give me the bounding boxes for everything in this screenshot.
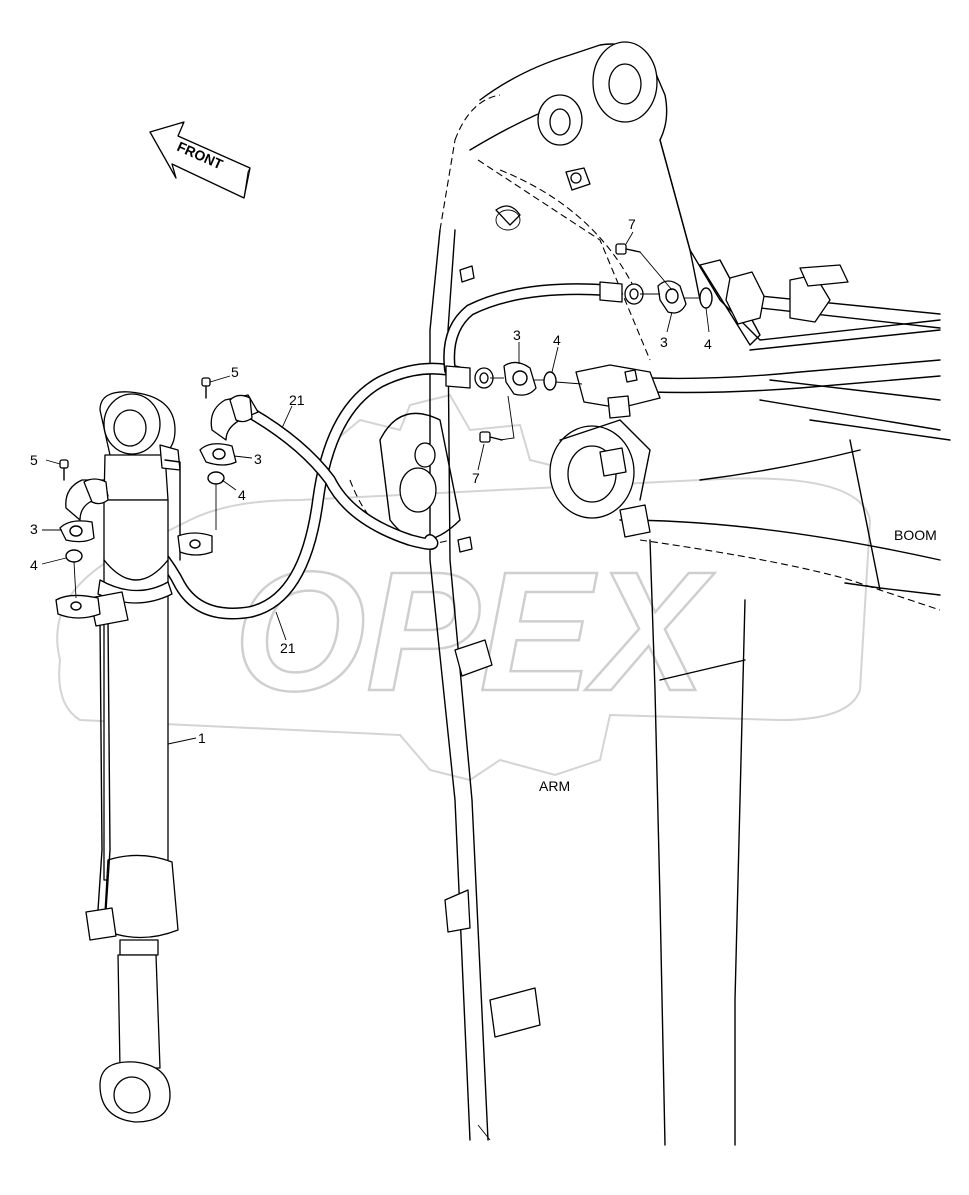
cylinder-fittings: [55, 377, 259, 619]
split-flange-3b: [503, 361, 537, 396]
o-ring-4c: [207, 471, 225, 485]
zone-label-arm: ARM: [539, 778, 570, 794]
cylinder-gland: [103, 854, 179, 939]
pipe-flange-upper: [725, 271, 765, 325]
boom-pipes: [575, 264, 941, 419]
watermark-logo: OPEX: [56, 393, 872, 782]
callout-21-lower: 21: [280, 640, 296, 656]
callout-3-cyl-upper: 3: [254, 451, 262, 467]
callout-7-lower: 7: [472, 470, 480, 486]
cylinder-tube: [103, 499, 169, 881]
arm-bracket-3: [489, 987, 541, 1038]
bolt-5b: [59, 459, 69, 481]
callouts: 7 3 4 3 4 7 5 21 3 4 5 3 4 21 1: [30, 216, 712, 746]
watermark-text: OPEX: [233, 536, 717, 729]
split-flange-3c: [199, 443, 237, 466]
callout-1: 1: [198, 730, 206, 746]
callout-7-upper: 7: [628, 216, 636, 232]
callout-3-cyl-lower: 3: [30, 521, 38, 537]
hose-21: [94, 281, 644, 620]
watermark-word: OPEX: [234, 537, 715, 727]
split-flange-3d: [59, 520, 95, 543]
o-ring-4a: [699, 287, 713, 309]
o-ring-4b: [543, 371, 557, 391]
pipe-clamp-bottom: [85, 907, 117, 941]
bolt-5a: [201, 377, 211, 399]
callout-21-upper: 21: [289, 392, 305, 408]
leader-lines: [41, 231, 710, 745]
piston-rod: [117, 954, 161, 1069]
callout-5-upper: 5: [231, 364, 239, 380]
bolt-7a: [615, 243, 641, 255]
arm-structure: [349, 229, 746, 1146]
callout-3-mid: 3: [513, 327, 521, 343]
callout-4-cyl-lower: 4: [30, 557, 38, 573]
arm-end-fittings: [479, 243, 713, 443]
front-arrow: FRONT: [149, 121, 251, 199]
boom-structure: [439, 41, 951, 611]
arm-bracket-1: [454, 639, 493, 677]
callout-3-upper: 3: [660, 334, 668, 350]
arm-bracket-2: [444, 889, 471, 933]
arm-cylinder: [85, 391, 181, 1123]
callout-5-lower: 5: [30, 452, 38, 468]
bolt-7b: [479, 431, 503, 443]
pipe-flange-lower: [575, 364, 661, 409]
callout-4-cyl-upper: 4: [238, 487, 246, 503]
split-flange-3a: [657, 280, 687, 314]
callout-4-upper: 4: [704, 336, 712, 352]
zone-label-boom: BOOM: [894, 527, 937, 543]
o-ring-4d: [65, 549, 83, 563]
callout-4-mid: 4: [553, 332, 561, 348]
